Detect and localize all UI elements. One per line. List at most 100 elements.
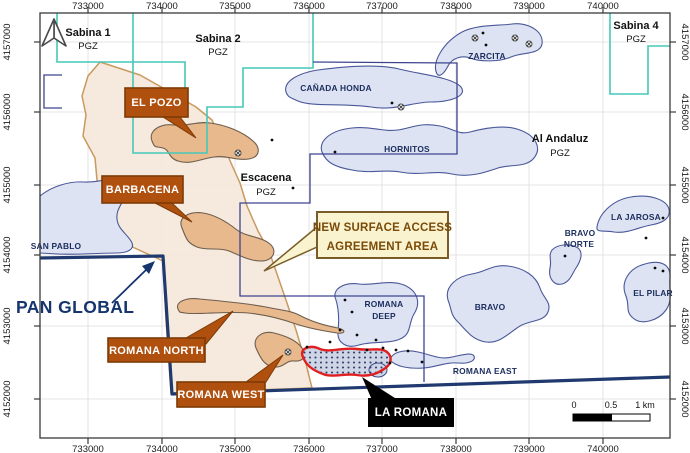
occurrence-dot	[270, 138, 274, 142]
occurrence-dot	[406, 349, 410, 353]
scale-start-label: 0	[571, 400, 576, 410]
occurrence-dot	[563, 254, 567, 258]
y-tick-label: 4152000	[679, 381, 690, 418]
occurrence-dot	[365, 348, 369, 352]
occurrence-dot	[661, 216, 665, 220]
romana-deep-label-1: ROMANA	[365, 299, 404, 309]
occurrence-dot	[381, 346, 385, 350]
barbacena-polygon	[180, 212, 275, 262]
mine-symbol-icon	[397, 103, 405, 111]
el-pozo-box	[124, 87, 189, 118]
occurrence-dot	[661, 269, 665, 273]
y-axis-right-labels: 4157000 4156000 4155000 4154000 4153000 …	[679, 24, 690, 418]
canada-honda-polygon	[285, 65, 464, 109]
la-romana-callout: LA ROMANA	[362, 377, 454, 427]
occurrence-dot	[420, 360, 424, 364]
x-tick-label: 739000	[513, 1, 545, 12]
x-tick-label: 739000	[513, 444, 545, 453]
barbacena-label: BARBACENA	[106, 184, 180, 196]
al-andaluz-zone: PGZ	[550, 148, 570, 159]
la-romana-drill-area	[300, 345, 392, 378]
pan-global-label: PAN GLOBAL	[16, 297, 134, 317]
north-arrow-icon	[41, 18, 67, 47]
sabina1-zone: PGZ	[78, 41, 98, 52]
pan-global-boundary	[39, 254, 671, 396]
x-tick-label: 735000	[219, 1, 251, 12]
mine-symbols	[234, 34, 533, 356]
scale-end-label: 1 km	[635, 400, 655, 410]
la-romana-label: LA ROMANA	[375, 407, 448, 419]
y-tick-label: 4157000	[2, 24, 13, 61]
romana-west-label: ROMANA WEST	[177, 389, 264, 401]
occurrence-dot	[394, 348, 398, 352]
x-axis-bottom-labels: 733000 734000 735000 736000 737000 73800…	[72, 444, 619, 453]
la-romana-box	[368, 398, 454, 427]
occurrence-dot	[333, 150, 337, 154]
sabina4-boundary	[609, 13, 670, 95]
scale-mid-label: 0.5	[605, 400, 618, 410]
escacena-boundary	[239, 61, 458, 382]
new-surface-access-label-2: AGREEMENT AREA	[327, 241, 439, 253]
x-tick-label: 738000	[440, 1, 472, 12]
romana-north-callout: ROMANA NORTH	[107, 310, 234, 363]
x-tick-label: 735000	[219, 444, 251, 453]
romana-deep-polygon	[334, 282, 419, 347]
occurrence-dot	[350, 310, 354, 314]
bravo-norte-label-2: NORTE	[564, 239, 595, 249]
scale-bar: 0 0.5 1 km	[571, 400, 655, 422]
barbacena-box	[101, 175, 184, 204]
mine-symbol-icon	[525, 40, 533, 48]
occurrence-dot	[653, 266, 657, 270]
y-tick-label: 4154000	[679, 237, 690, 274]
x-tick-label: 736000	[293, 444, 325, 453]
map-frame	[39, 12, 671, 439]
romana-north-polygon	[176, 298, 345, 334]
occurrence-dot	[388, 361, 392, 365]
sabina4-zone: PGZ	[626, 34, 646, 45]
al-andaluz-name: Al Andaluz	[532, 133, 589, 145]
la-romana-pointer	[362, 377, 398, 400]
el-pozo-callout: EL POZO	[124, 87, 197, 139]
barbacena-callout: BARBACENA	[101, 175, 193, 223]
axis-ticks	[34, 7, 676, 444]
occurrence-dot	[644, 236, 648, 240]
y-tick-label: 4156000	[2, 94, 13, 131]
y-tick-label: 4155000	[679, 167, 690, 204]
romana-west-callout: ROMANA WEST	[176, 354, 284, 408]
x-tick-label: 740000	[587, 444, 619, 453]
romana-east-label: ROMANA EAST	[453, 366, 518, 376]
mine-symbol-icon	[511, 34, 519, 42]
el-pozo-label: EL POZO	[131, 97, 181, 109]
x-tick-label: 740000	[587, 1, 619, 12]
sabina1-name: Sabina 1	[65, 27, 110, 39]
occurrence-dot	[390, 101, 394, 105]
license-boundaries-navy	[43, 61, 458, 382]
x-tick-label: 737000	[366, 444, 398, 453]
y-tick-label: 4154000	[2, 237, 13, 274]
sabina4-name: Sabina 4	[613, 20, 659, 32]
drill-area-outline	[300, 345, 392, 377]
zarcita-label: ZARCITA	[468, 51, 506, 61]
san-pablo-label: SAN PABLO	[31, 241, 82, 251]
sabina2-name: Sabina 2	[195, 33, 240, 45]
pan-global-arrow	[111, 261, 155, 304]
occurrence-dot	[291, 186, 295, 190]
y-tick-label: 4153000	[679, 308, 690, 345]
occurrence-dot	[305, 345, 309, 349]
bravo-label: BRAVO	[475, 302, 506, 312]
occurrence-dot	[484, 43, 488, 47]
sabina2-boundary	[132, 13, 314, 154]
occurrence-dot	[328, 340, 332, 344]
occurrence-dot	[343, 298, 347, 302]
y-tick-label: 4156000	[679, 94, 690, 131]
x-tick-label: 733000	[72, 1, 104, 12]
x-tick-label: 733000	[72, 444, 104, 453]
mine-symbol-icon	[284, 348, 292, 356]
y-tick-label: 4152000	[2, 381, 13, 418]
occurrence-dot	[355, 333, 359, 337]
occurrence-dots	[270, 31, 665, 365]
mine-symbol-icon	[471, 34, 479, 42]
y-axis-left-labels: 4157000 4156000 4155000 4154000 4153000 …	[2, 24, 13, 418]
